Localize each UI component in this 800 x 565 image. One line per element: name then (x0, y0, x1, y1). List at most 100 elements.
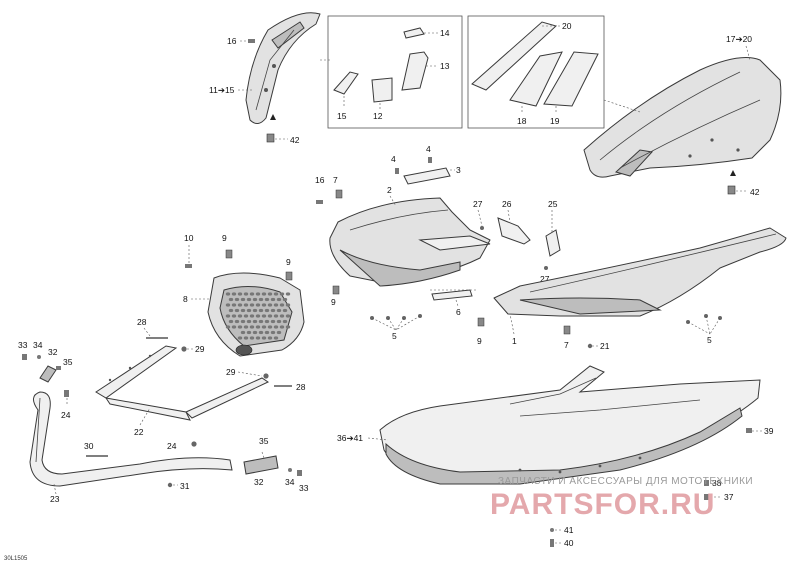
pad-18 (509, 51, 563, 114)
bolt-28a (143, 327, 168, 339)
bracket-3 (403, 167, 455, 185)
nut-24b (191, 441, 197, 447)
watermark-line2: PARTSFOR.RU (490, 488, 715, 521)
callout-14: 14 (440, 28, 450, 38)
callout-7a: 7 (333, 175, 338, 185)
callout-15: 15 (337, 111, 347, 121)
callout-4a: 4 (391, 154, 396, 164)
pad-20 (471, 21, 560, 91)
clip-42a (266, 114, 288, 143)
clip-9a (225, 249, 233, 259)
callout-41: 41 (564, 525, 574, 535)
screw-10 (185, 245, 192, 268)
callout-30: 30 (84, 441, 94, 451)
callout-9c: 9 (331, 297, 336, 307)
side-panel-right (583, 57, 782, 178)
clip-42b (727, 170, 748, 195)
callout-10: 10 (184, 233, 194, 243)
screw-27b (544, 266, 548, 270)
callout-33b: 33 (299, 483, 309, 493)
support-22 (95, 345, 270, 421)
bracket-25 (545, 229, 561, 257)
callout-24b: 24 (167, 441, 177, 451)
callout-40: 40 (564, 538, 574, 548)
clip-9d (477, 317, 485, 327)
callout-19: 19 (550, 116, 560, 126)
callout-37: 37 (724, 492, 734, 502)
nut-24a (64, 390, 69, 406)
callout-23: 23 (50, 494, 60, 504)
nut-29b (237, 371, 269, 379)
nut-31 (167, 482, 178, 488)
grille-8 (207, 272, 305, 357)
screw-16b (316, 200, 323, 204)
callout-20: 20 (562, 21, 572, 31)
callout-4b: 4 (426, 144, 431, 154)
callout-3: 3 (456, 165, 461, 175)
callout-7b: 7 (564, 340, 569, 350)
callout-29b: 29 (226, 367, 236, 377)
callout-26: 26 (502, 199, 512, 209)
callout-6: 6 (456, 307, 461, 317)
pad-15 (333, 71, 359, 108)
screw-21 (587, 343, 598, 349)
callout-8: 8 (183, 294, 188, 304)
callout-36-41: 36➔41 (337, 433, 363, 443)
callout-5a: 5 (392, 331, 397, 341)
washer-41 (550, 528, 562, 532)
fasteners-5b (686, 314, 722, 335)
callout-17-20: 17➔20 (726, 34, 752, 44)
callout-31: 31 (180, 481, 190, 491)
screw-33a (22, 354, 27, 360)
side-panel-left (245, 12, 330, 124)
bottom-pan-36-41 (379, 365, 761, 485)
watermark-line1: ЗАПЧАСТИ И АКСЕССУАРЫ ДЛЯ МОТОТЕХНИКИ (498, 476, 753, 487)
clip-9c (332, 285, 340, 295)
screw-16a (240, 39, 255, 43)
callout-16a: 16 (227, 36, 237, 46)
end-cap-32a (39, 365, 57, 383)
nut-29a (181, 346, 194, 352)
callout-32b: 32 (254, 477, 264, 487)
callout-21: 21 (600, 341, 610, 351)
strip-6 (431, 289, 473, 307)
clip-7b (563, 325, 571, 335)
callout-39: 39 (764, 426, 774, 436)
callout-9a: 9 (222, 233, 227, 243)
callout-34a: 34 (33, 340, 43, 350)
callout-2: 2 (387, 185, 392, 195)
callout-38: 38 (712, 478, 722, 488)
callout-25: 25 (548, 199, 558, 209)
reference-code: 30L1505 (4, 556, 28, 562)
insert-35a (56, 366, 61, 370)
callout-9d: 9 (477, 336, 482, 346)
callout-33a: 33 (18, 340, 28, 350)
clip-38 (704, 480, 709, 486)
callout-27b: 27 (540, 274, 550, 284)
callout-12: 12 (373, 111, 383, 121)
washer-34a (37, 355, 41, 359)
front-panel-2 (329, 197, 491, 291)
detail-box-12-15 (327, 15, 463, 129)
pad-19 (543, 51, 599, 114)
callout-9b: 9 (286, 257, 291, 267)
callout-18: 18 (517, 116, 527, 126)
pad-14 (403, 27, 438, 39)
callout-29a: 29 (195, 344, 205, 354)
clip-9b (285, 271, 293, 281)
bracket-26 (497, 217, 531, 245)
callout-35b: 35 (259, 436, 269, 446)
callout-32a: 32 (48, 347, 58, 357)
end-cap-32b (243, 451, 279, 475)
screw-33b (297, 470, 302, 476)
washer-34b (288, 468, 292, 472)
callout-11-15: 11➔15 (209, 85, 235, 95)
callout-16b: 16 (315, 175, 325, 185)
callout-5b: 5 (707, 335, 712, 345)
callout-24a: 24 (61, 410, 71, 420)
callout-34b: 34 (285, 477, 295, 487)
rivet-40 (550, 539, 562, 547)
callout-22: 22 (134, 427, 144, 437)
clip-7a (335, 189, 343, 199)
